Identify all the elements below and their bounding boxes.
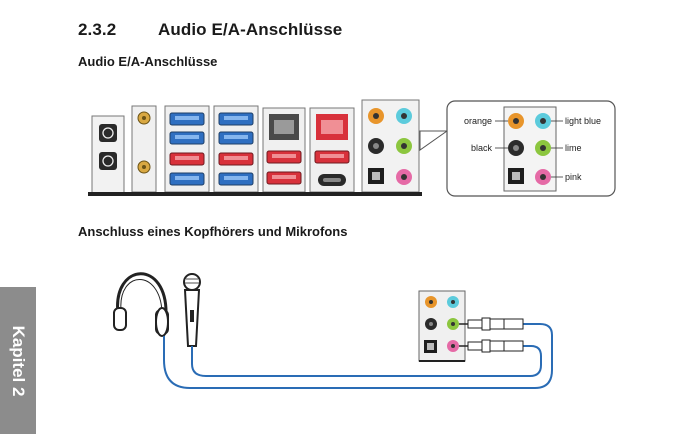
headphones-subtitle: Anschluss eines Kopfhörers und Mikrofons (78, 224, 348, 239)
headphone-icon (113, 272, 169, 337)
bios-flashback-button-icon (99, 152, 117, 170)
audio-callout: orange black light blue lime pink (446, 100, 616, 197)
section-heading: 2.3.2 Audio E/A-Anschlüsse (78, 20, 342, 40)
headphone-plug-icon (459, 317, 524, 331)
callout-pointer (419, 130, 449, 151)
label-orange: orange (464, 116, 492, 126)
section-title: Audio E/A-Anschlüsse (158, 20, 343, 39)
label-lime: lime (565, 143, 582, 153)
microphone-plug-icon (459, 339, 524, 353)
label-black: black (471, 143, 493, 153)
headphone-cable (163, 323, 553, 389)
section-number: 2.3.2 (78, 20, 117, 39)
label-light-blue: light blue (565, 116, 601, 126)
rear-io-panel (88, 99, 422, 196)
small-audio-panel (418, 290, 466, 362)
microphone-icon (183, 273, 201, 347)
ports-subtitle: Audio E/A-Anschlüsse (78, 54, 218, 69)
label-pink: pink (565, 172, 582, 182)
clear-cmos-button-icon (99, 124, 117, 142)
microphone-cable (191, 345, 542, 377)
chapter-tab: Kapitel 2 (0, 287, 36, 434)
